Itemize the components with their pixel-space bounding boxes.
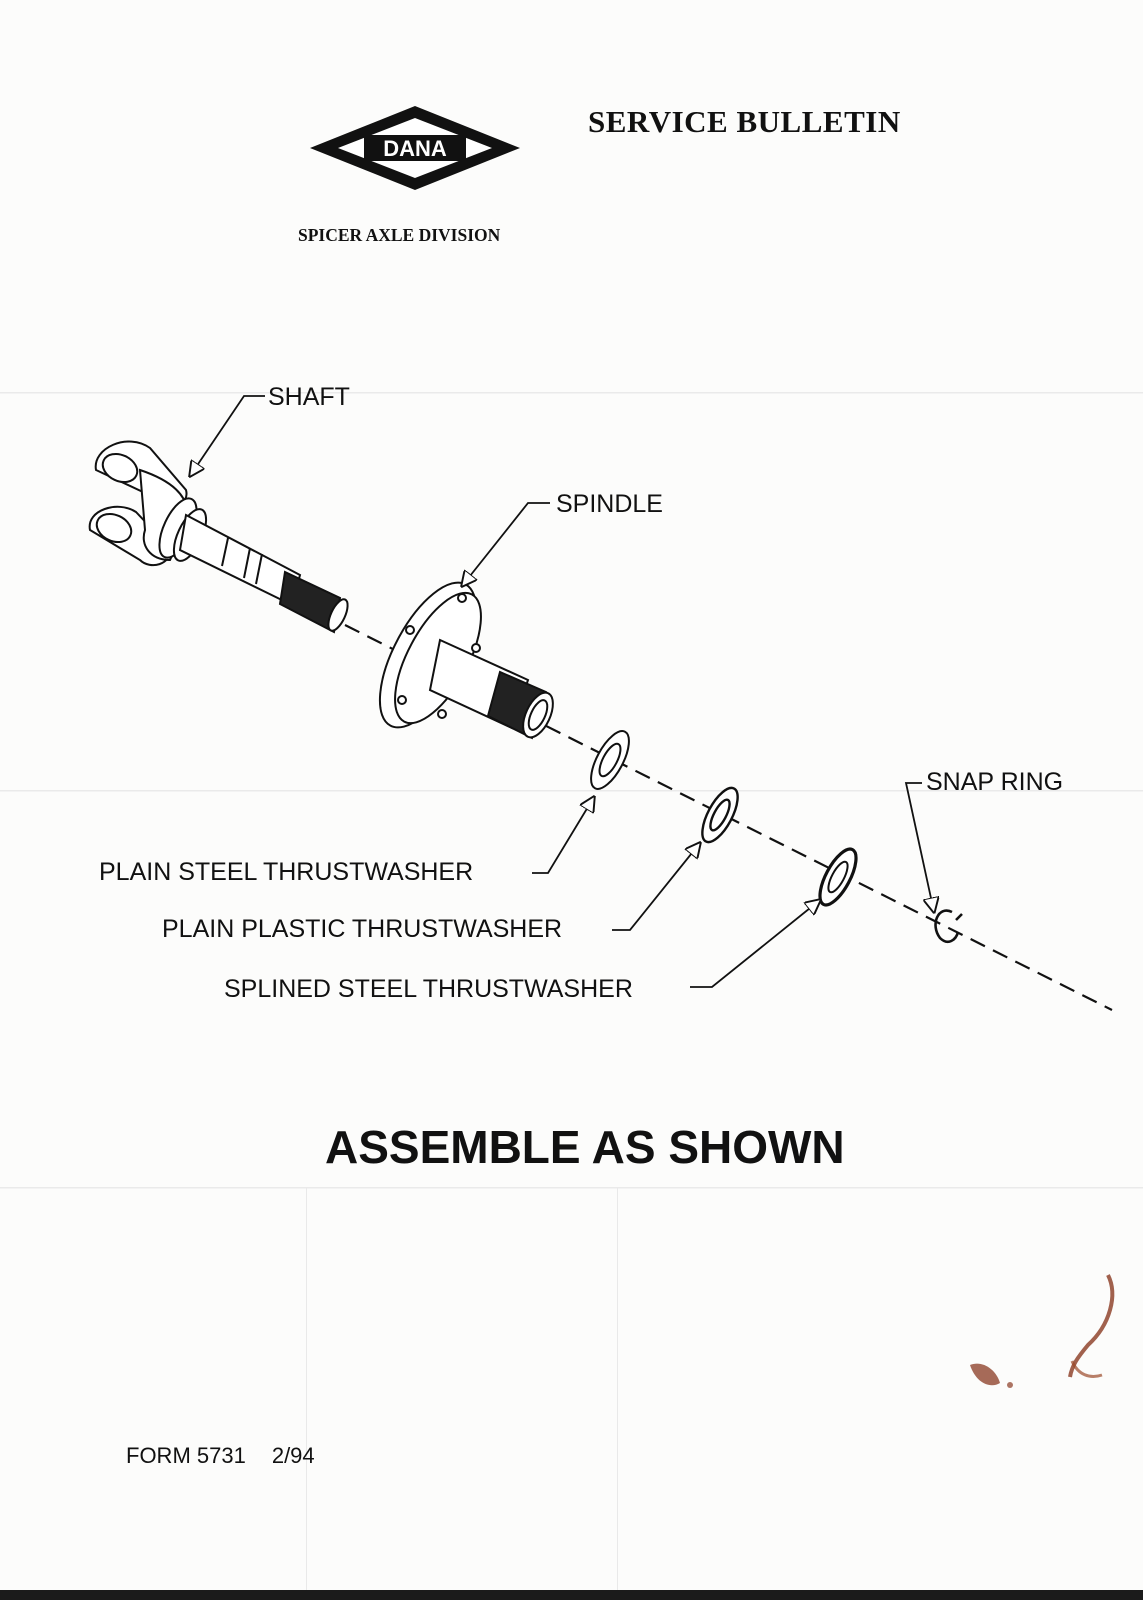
dana-logo-text: DANA [383, 136, 447, 161]
dana-logo: DANA [310, 106, 520, 190]
fold-line-vertical-right [617, 1188, 618, 1600]
assembly-instruction: ASSEMBLE AS SHOWN [325, 1121, 845, 1173]
spindle-label: SPINDLE [556, 490, 663, 518]
leader-lines [190, 395, 934, 988]
fold-line-vertical-left [306, 1188, 307, 1600]
form-date: 2/94 [271, 1443, 315, 1468]
splined-steel-thrustwasher-label: SPLINED STEEL THRUSTWASHER [224, 975, 633, 1003]
plain-plastic-thrustwasher-drawing [701, 786, 739, 844]
snap-ring-drawing [934, 909, 963, 944]
rust-stain [970, 1274, 1115, 1388]
spindle-drawing [378, 581, 554, 740]
form-number-line: FORM 5731 2/94 [126, 1443, 315, 1469]
fold-line-lower [0, 1187, 1143, 1189]
shaft-drawing [88, 440, 349, 634]
division-name: SPICER AXLE DIVISION [298, 225, 501, 245]
plain-steel-thrustwasher-label: PLAIN STEEL THRUSTWASHER [99, 858, 474, 886]
fold-line-middle [0, 790, 1143, 792]
form-number: FORM 5731 [126, 1443, 246, 1468]
shaft-label: SHAFT [268, 383, 350, 411]
plain-plastic-thrustwasher-label: PLAIN PLASTIC THRUSTWASHER [162, 915, 563, 943]
fold-line-upper [0, 392, 1143, 394]
bulletin-title: SERVICE BULLETIN [588, 104, 901, 139]
splined-steel-thrustwasher-drawing [818, 847, 858, 907]
snap-ring-label: SNAP RING [926, 768, 1064, 796]
plain-steel-thrustwasher-drawing [590, 730, 630, 790]
scan-edge [0, 1590, 1143, 1600]
